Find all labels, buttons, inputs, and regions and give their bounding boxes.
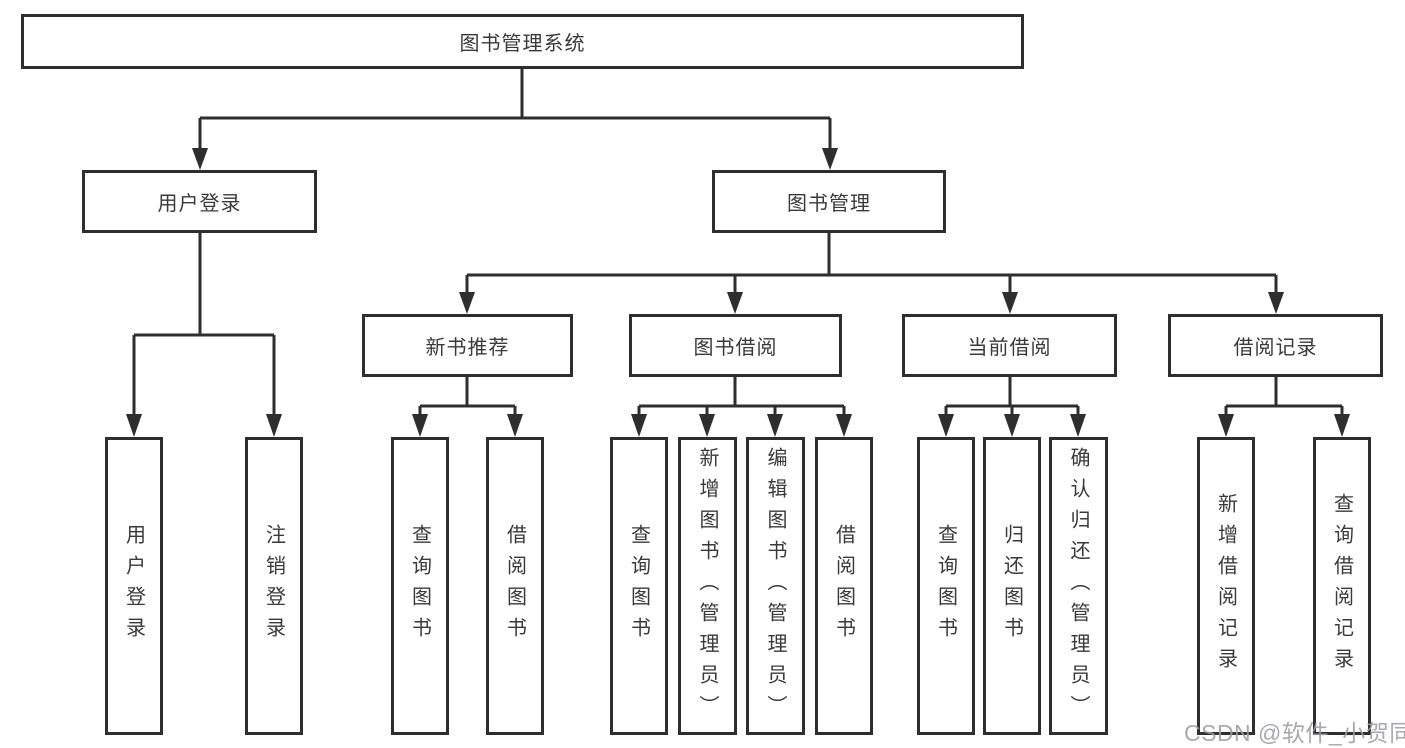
node-user-login: 用户登录 <box>82 170 317 233</box>
arrowhead <box>836 414 852 437</box>
node-book-management: 图书管理 <box>712 170 946 233</box>
leaf-edit-books-admin: 编辑图书（管理员） <box>746 437 805 735</box>
connector-user-login-to-leaves <box>132 233 276 416</box>
leaf-add-borrow-record: 新增借阅记录 <box>1197 437 1255 735</box>
leaf-query-books-recommend: 查询图书 <box>391 437 449 735</box>
arrowhead <box>266 414 282 437</box>
arrowhead <box>822 148 838 170</box>
arrowhead <box>412 414 428 437</box>
arrowhead <box>699 414 715 437</box>
arrowhead <box>727 292 743 314</box>
connector-new-book-recommendation-to-leaves <box>418 377 517 416</box>
arrowhead <box>1070 414 1086 437</box>
arrowhead <box>459 292 475 314</box>
connector-root-to-level1 <box>198 69 832 150</box>
leaf-query-books-borrowing: 查询图书 <box>610 437 668 735</box>
csdn-watermark: CSDN @软件_小贺同学 <box>1184 720 1405 746</box>
leaf-return-books: 归还图书 <box>983 437 1041 735</box>
node-book-borrowing: 图书借阅 <box>629 314 842 377</box>
leaf-logout: 注销登录 <box>245 437 303 735</box>
arrowhead <box>1268 292 1284 314</box>
leaf-borrow-books: 借阅图书 <box>815 437 873 735</box>
node-borrowing-records: 借阅记录 <box>1168 314 1383 377</box>
arrowhead <box>192 148 208 170</box>
arrowhead <box>1218 414 1234 437</box>
connector-current-borrowing-to-leaves <box>944 377 1080 416</box>
leaf-query-borrow-record: 查询借阅记录 <box>1313 437 1371 735</box>
leaf-query-books-current: 查询图书 <box>917 437 975 735</box>
connector-borrowing-records-to-leaves <box>1224 377 1344 416</box>
arrowhead <box>938 414 954 437</box>
leaf-add-books-admin: 新增图书（管理员） <box>678 437 737 735</box>
arrowhead <box>126 414 142 437</box>
arrowhead <box>1004 414 1020 437</box>
arrowheads <box>126 148 1350 437</box>
arrowhead <box>1334 414 1350 437</box>
node-current-borrowing: 当前借阅 <box>902 314 1117 377</box>
leaf-user-login: 用户登录 <box>105 437 163 735</box>
arrowhead <box>507 414 523 437</box>
arrowhead <box>1002 292 1018 314</box>
node-new-book-recommendation: 新书推荐 <box>362 314 573 377</box>
connector-book-management-to-level2 <box>465 233 1278 294</box>
leaf-confirm-return-admin: 确认归还（管理员） <box>1049 437 1108 735</box>
leaf-borrow-books-recommend: 借阅图书 <box>486 437 544 735</box>
node-library-management-system: 图书管理系统 <box>21 14 1024 69</box>
arrowhead <box>767 414 783 437</box>
connector-book-borrowing-to-leaves <box>637 377 846 416</box>
arrowhead <box>631 414 647 437</box>
